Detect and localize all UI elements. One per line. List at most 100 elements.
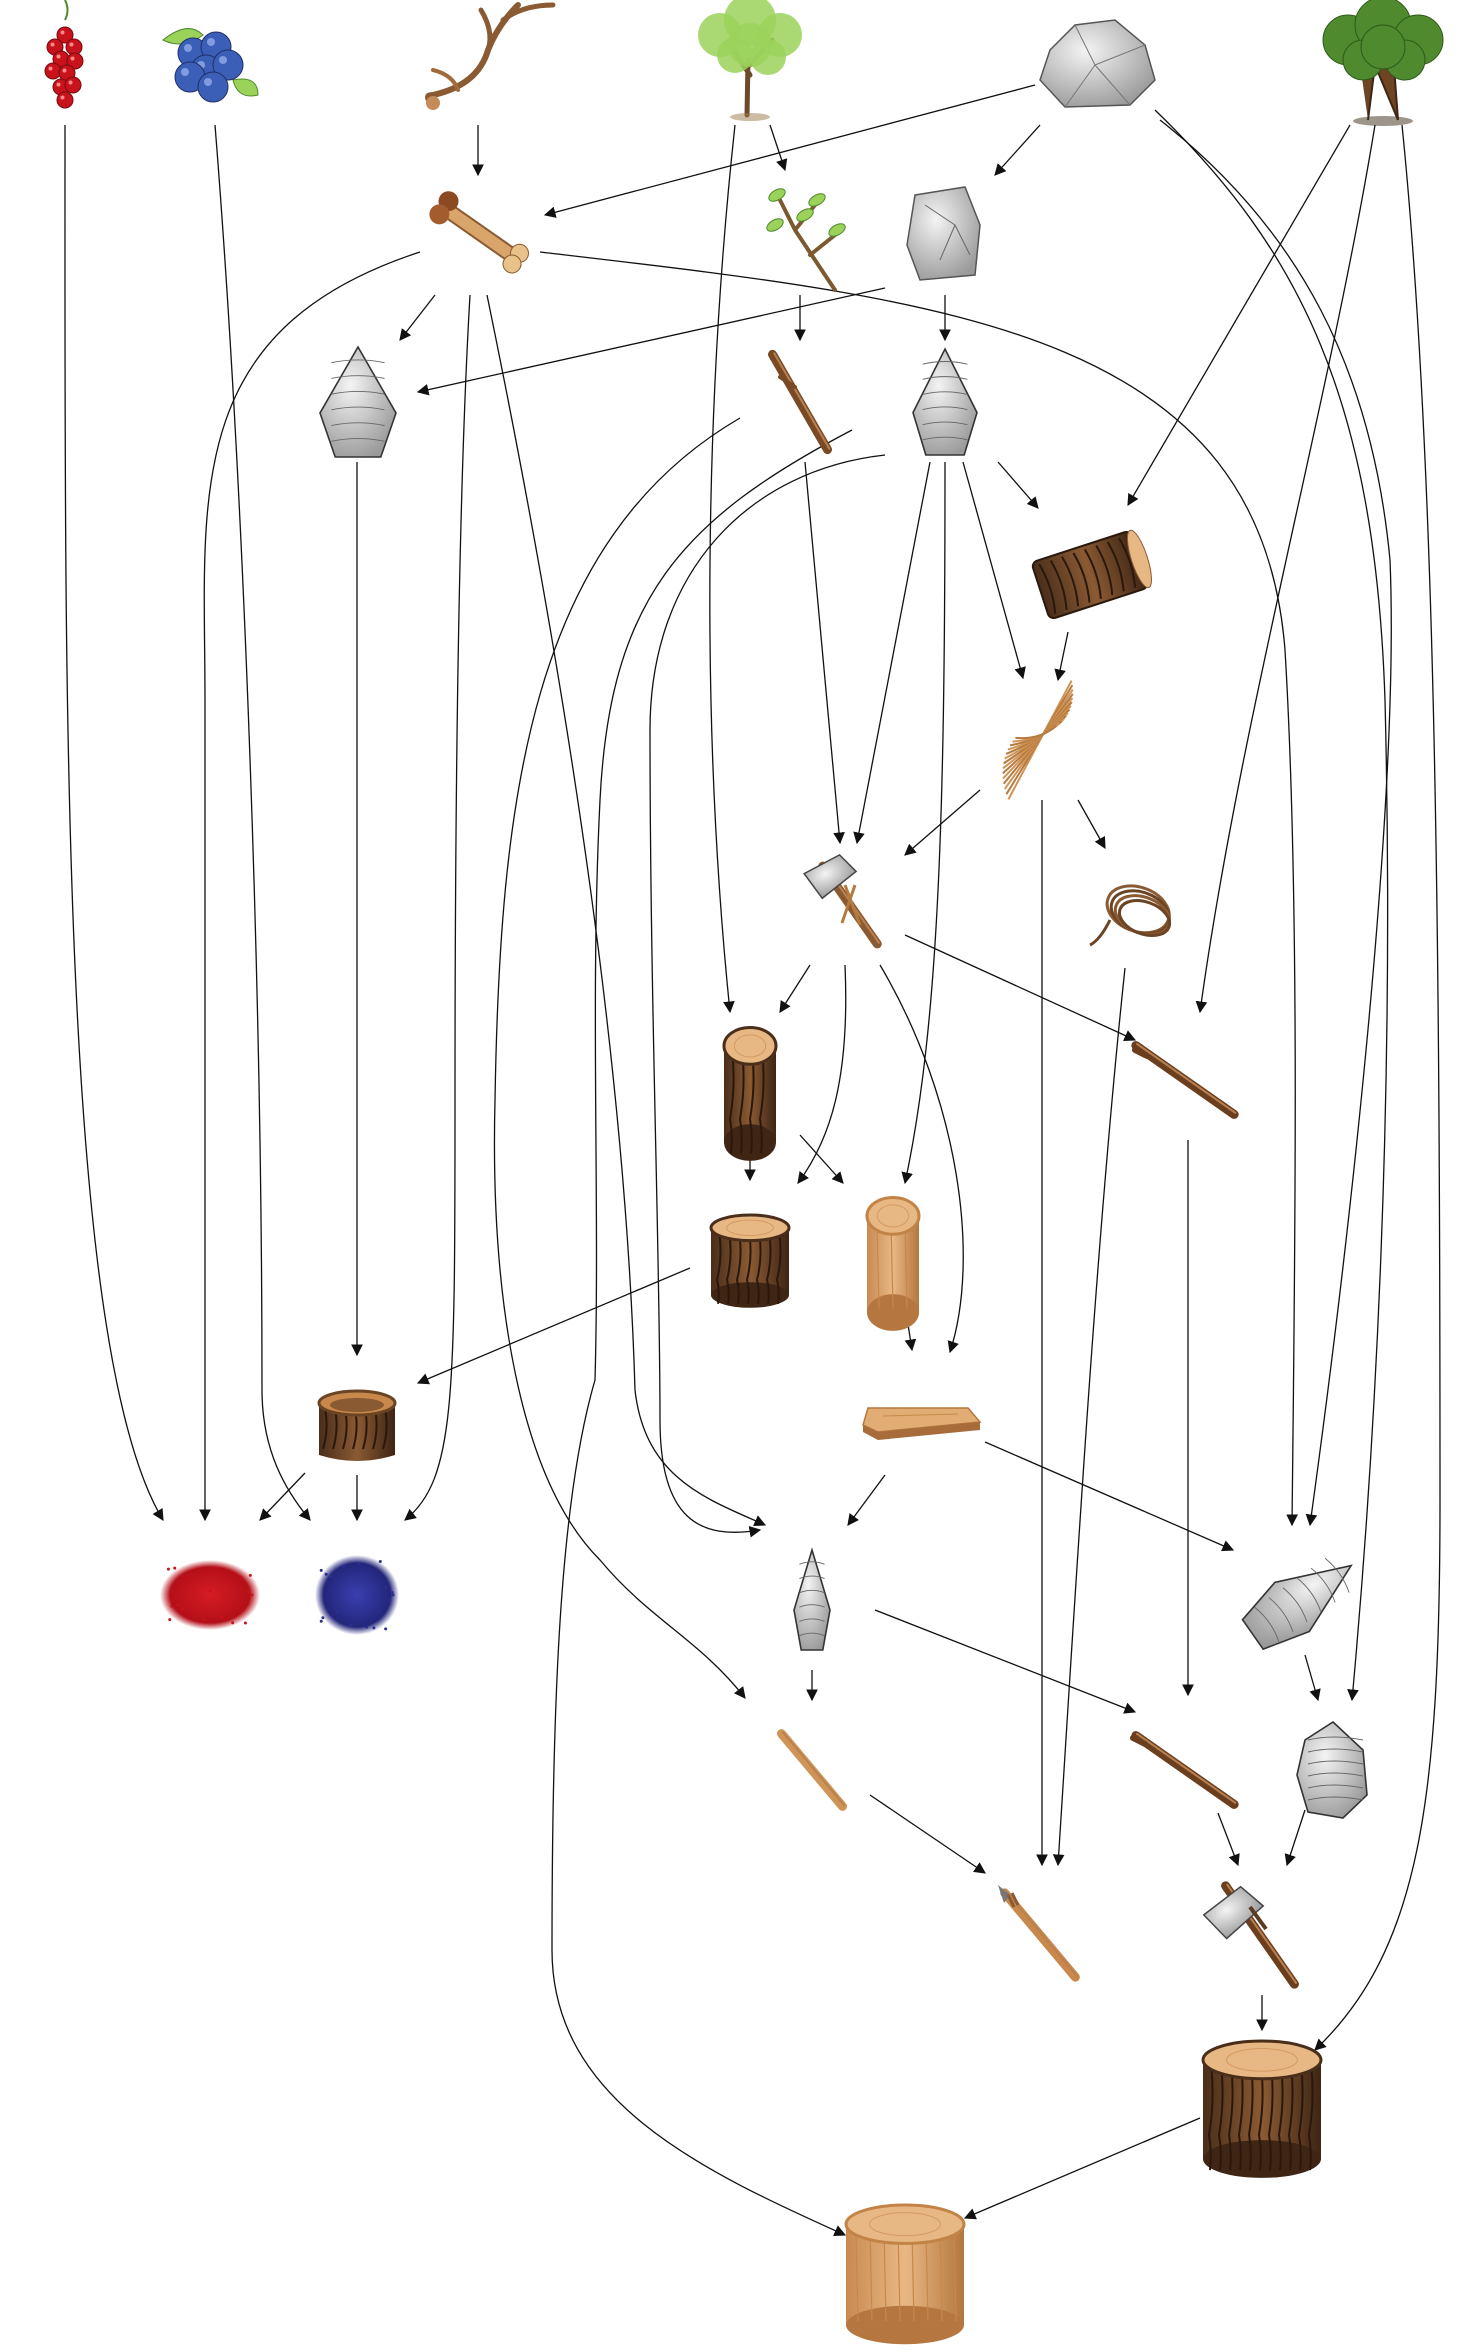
edge-young-tree-to-log-tall [709,124,736,1014]
node-oak-tree [1322,0,1444,126]
node-bound-spear [998,1885,1080,1982]
edge-stone-hatchet-to-branch-club [904,934,1137,1041]
node-cut-log [844,2203,966,2345]
node-red-pigment [160,1560,260,1630]
node-wooden-shaft [776,1729,848,1811]
edge-plant-fibers-to-stone-hatchet [904,789,981,856]
edge-cord-coil-to-bound-spear [1052,967,1126,1867]
flint-scraper-icon [1296,1720,1368,1819]
edge-handle-branch-to-hafted-axe [1217,1812,1240,1867]
branch-club-icon [1131,1041,1239,1119]
bone-icon [429,191,529,274]
node-rock-chunk [906,186,981,281]
rock-chunk-icon [906,186,981,281]
peeled-log-icon [865,1196,921,1331]
leafy-twig-icon [766,188,846,292]
edge-wooden-bowl-to-red-pigment [259,1472,306,1521]
node-leafy-twig [766,188,846,292]
edge-bone-to-flint-blade [539,251,1298,1527]
edge-flint-core-to-bark-slab [997,461,1039,509]
edge-oak-tree-to-bark-slab [1127,124,1351,507]
red-pigment-icon [160,1560,260,1630]
edge-raw-stone-to-flint-scraper [1154,109,1389,1702]
edge-bone-to-stone-handaxe [399,294,436,341]
edge-young-tree-to-leafy-twig [769,124,788,172]
edge-flint-core-to-peeled-log [901,461,946,1185]
edge-stone-point-to-handle-branch [874,1609,1137,1714]
log-tall-icon [722,1026,778,1161]
blue-pigment-icon [315,1555,399,1635]
edge-wood-plank-to-flint-blade [984,1441,1235,1552]
handle-branch-icon [1130,1731,1239,1809]
flint-core-icon [912,347,978,456]
flint-blade-icon [1241,1557,1353,1651]
edge-flint-scraper-to-hafted-axe [1284,1809,1306,1867]
node-log-tall [722,1026,778,1161]
node-stone-point [793,1547,831,1651]
cord-coil-icon [1089,884,1172,947]
node-raw-stone [1039,19,1156,108]
node-flint-scraper [1296,1720,1368,1819]
node-wood-plank [862,1407,982,1440]
node-log-stump [709,1213,791,1308]
bark-log-icon [1201,2039,1323,2178]
raw-stone-icon [1039,19,1156,108]
edge-oak-tree-to-branch-club [1195,124,1376,1014]
node-blueberries [162,28,259,103]
edge-bone-to-red-pigment [199,251,421,1522]
stone-hatchet-icon [803,853,882,949]
node-bone [429,191,529,274]
edge-raw-stone-to-rock-chunk [994,124,1041,176]
edge-wood-plank-to-stone-point [847,1474,886,1526]
node-blue-pigment [315,1555,399,1635]
node-bark-slab [1031,529,1152,620]
node-young-tree [698,0,802,121]
wooden-shaft-icon [776,1729,848,1811]
edge-raw-stone-to-flint-blade [1159,119,1392,1527]
stone-handaxe-icon [319,345,397,458]
node-antler [425,2,556,110]
edge-rock-chunk-to-stone-handaxe [416,287,886,396]
cut-log-icon [844,2203,966,2345]
young-tree-icon [698,0,802,121]
edge-stone-hatchet-to-log-tall [779,964,811,1013]
node-cord-coil [1089,884,1172,947]
edge-bark-slab-to-plant-fibers [1054,631,1069,682]
edge-bone-to-stone-point [486,294,767,1526]
stone-point-icon [793,1547,831,1651]
edge-bark-log-to-cut-log [963,2117,1201,2220]
node-stick [768,349,832,455]
edge-stick-to-wooden-shaft [493,417,746,1699]
edge-oak-tree-to-bark-log [1314,124,1441,2051]
node-red-berries [44,0,84,109]
node-handle-branch [1130,1731,1239,1809]
wooden-bowl-icon [317,1389,397,1461]
edge-red-berries-to-red-pigment [64,124,164,1522]
edge-stone-hatchet-to-wood-plank [879,964,964,1354]
edge-raw-stone-to-bone [543,84,1036,218]
bark-slab-icon [1031,529,1152,620]
node-wooden-bowl [317,1389,397,1461]
wood-plank-icon [862,1407,982,1440]
node-branch-club [1131,1041,1239,1119]
node-hafted-axe [1202,1881,1299,1989]
edge-bone-to-blue-pigment [404,294,471,1521]
edge-flint-core-to-plant-fibers [962,461,1026,680]
node-peeled-log [865,1196,921,1331]
log-stump-icon [709,1213,791,1308]
edge-flint-blade-to-flint-scraper [1304,1654,1321,1702]
node-layer [44,0,1444,2345]
edge-flint-core-to-stone-hatchet [853,461,931,845]
edge-log-tall-to-peeled-log [799,1134,844,1184]
edge-flint-core-to-stone-point [649,454,886,1538]
hafted-axe-icon [1202,1881,1299,1989]
edge-plant-fibers-to-cord-coil [1077,799,1106,850]
stick-icon [768,349,832,455]
edge-log-stump-to-wooden-bowl [416,1267,691,1385]
edge-stone-hatchet-to-log-stump [797,964,847,1184]
edge-stick-to-cut-log [551,429,853,2237]
node-plant-fibers [1002,680,1074,800]
node-stone-handaxe [319,345,397,458]
antler-icon [425,2,556,110]
